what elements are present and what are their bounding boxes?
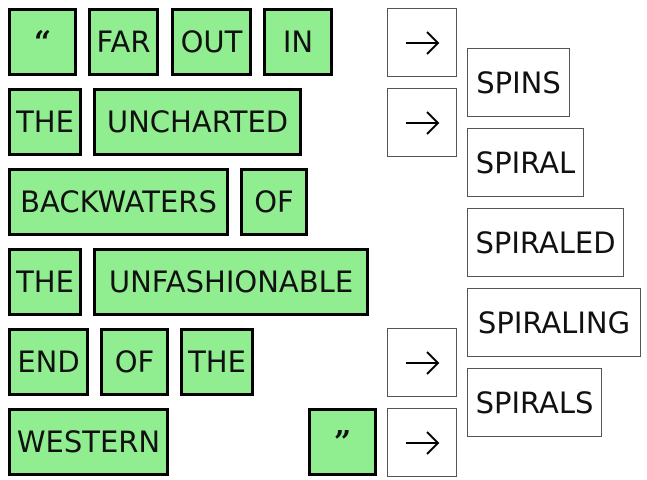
word-tile[interactable]: FAR (88, 8, 159, 76)
word-tile[interactable]: END (8, 328, 89, 396)
suggestion-option[interactable]: SPIRALING (467, 288, 641, 357)
word-tile[interactable]: OUT (171, 8, 252, 76)
word-tile[interactable]: UNFASHIONABLE (93, 248, 369, 316)
right-arrow-icon (406, 430, 440, 455)
insert-arrow-button[interactable] (387, 88, 457, 157)
word-tile[interactable]: UNCHARTED (93, 88, 302, 156)
right-arrow-icon (406, 350, 440, 375)
right-arrow-icon (406, 30, 440, 55)
insert-arrow-button[interactable] (387, 8, 457, 77)
insert-arrow-button[interactable] (387, 328, 457, 397)
suggestion-option[interactable]: SPINS (467, 48, 570, 117)
word-open-quote[interactable]: “ (8, 8, 77, 76)
insert-arrow-button[interactable] (387, 408, 457, 477)
suggestion-option[interactable]: SPIRALED (467, 208, 624, 277)
right-arrow-icon (406, 110, 440, 135)
word-tile[interactable]: WESTERN (8, 408, 169, 476)
suggestion-option[interactable]: SPIRAL (467, 128, 584, 197)
word-tile[interactable]: OF (100, 328, 169, 396)
word-tile[interactable]: OF (240, 168, 308, 236)
word-tile[interactable]: BACKWATERS (8, 168, 229, 236)
suggestion-option[interactable]: SPIRALS (467, 368, 602, 437)
word-tile[interactable]: IN (263, 8, 333, 76)
word-close-quote[interactable]: ” (308, 408, 377, 476)
word-tile[interactable]: THE (180, 328, 254, 396)
word-tile[interactable]: THE (8, 248, 82, 316)
word-tile[interactable]: THE (8, 88, 82, 156)
